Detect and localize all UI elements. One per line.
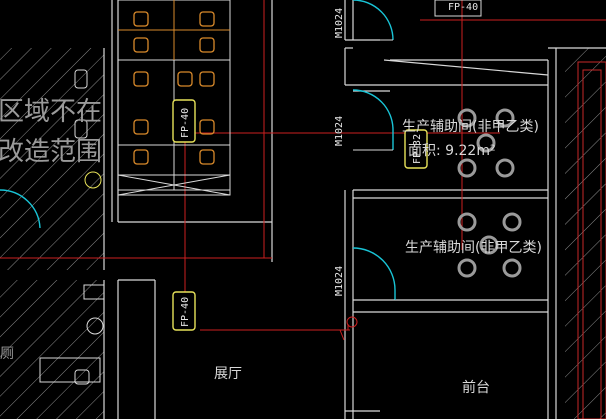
desk-orange-lines	[118, 0, 230, 60]
right-column-hatch	[565, 48, 606, 419]
excluded-note-line2: 改造范围	[0, 137, 102, 167]
excluded-area-hatch	[0, 48, 104, 270]
equipment-tag-2: FP-40	[180, 297, 191, 327]
walls	[103, 0, 606, 419]
equipment-tag-3: FP-32	[412, 134, 423, 164]
room-label-2: 生产辅助间(非甲乙类)	[405, 240, 542, 256]
left-fragment-label: 厕	[0, 346, 14, 362]
room-area-1: 面积: 9.22m²	[408, 143, 496, 159]
equipment-frames	[172, 99, 428, 331]
equipment-tag-4: FP-40	[448, 2, 478, 13]
excluded-area-hatch-lower	[0, 280, 104, 419]
chairs	[133, 11, 215, 165]
round-tables	[457, 108, 522, 278]
room-label-1: 生产辅助间(非甲乙类)	[402, 119, 539, 135]
door-tag-2: M1024	[334, 116, 345, 146]
excluded-note-line1: 区域不在	[0, 97, 102, 127]
door-tag-3: M1024	[334, 266, 345, 296]
left-fixtures	[39, 69, 105, 385]
top-equipment	[434, 0, 482, 17]
reception-label: 前台	[462, 379, 490, 396]
equipment-tag-1: FP-40	[180, 108, 191, 138]
door-tag-1: M1024	[334, 8, 345, 38]
grid-lines	[0, 0, 606, 341]
doors	[0, 0, 396, 300]
workstation-block	[117, 0, 231, 196]
door-leaves	[353, 39, 395, 301]
hall-label: 展厅	[214, 366, 242, 382]
